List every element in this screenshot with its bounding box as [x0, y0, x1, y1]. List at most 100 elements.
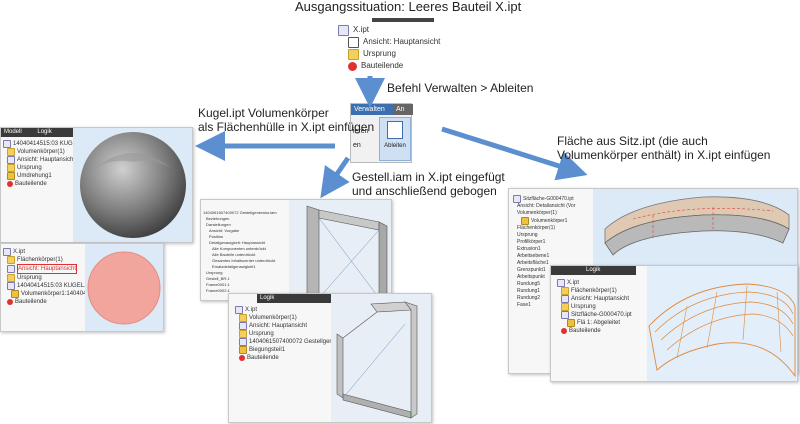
x-kugel-viewport[interactable] — [85, 244, 163, 331]
start-tree-root[interactable]: X.ipt — [338, 24, 448, 36]
tree-item[interactable]: Ansicht: Detailansicht (Vor — [517, 203, 576, 209]
tree-item[interactable]: X.ipt — [3, 248, 85, 256]
tree-item[interactable]: Gesamtes Inhaltscenter unterdrückt — [212, 258, 276, 263]
tree-item[interactable]: 14040414515:03 KUGEL.ipt — [3, 140, 88, 148]
tree-item[interactable]: Flächenkörper(1) — [3, 256, 85, 264]
folder-icon — [239, 330, 247, 338]
ribbon-tab-next[interactable]: An — [394, 104, 413, 115]
tree-item[interactable]: Alle Komponenten unterdrückt — [212, 246, 266, 251]
seat-solid — [604, 196, 790, 256]
tree-item[interactable]: Grenzpunkt1 — [517, 267, 546, 273]
sitz-tree: Sitzfläche-G000470.ipt Ansicht: Detailan… — [513, 195, 593, 309]
gestell-tree: 1404061507400072 Gestellgenerator.iam Be… — [203, 210, 289, 294]
part-icon — [3, 248, 11, 256]
folder-icon — [348, 48, 359, 60]
title-caption: Ausgangssituation: Leeres Bauteil X.ipt — [295, 0, 522, 14]
tree-item[interactable]: Volumenkörper(1) — [3, 148, 73, 156]
tree-item[interactable]: Ursprung — [557, 303, 647, 311]
tree-item[interactable]: Ursprung — [235, 330, 335, 338]
gestell-viewport[interactable] — [289, 200, 391, 300]
tree-item[interactable]: Rundung2 — [517, 295, 541, 301]
tree-item[interactable]: Alle Bauteile unterdrückt — [212, 252, 256, 257]
start-tree-view[interactable]: Ansicht: Hauptansicht — [338, 36, 448, 48]
tree-item[interactable]: Biegungsteil1 — [235, 346, 335, 354]
tree-item[interactable]: Profilkörper1 — [517, 239, 546, 245]
tree-item[interactable]: Fase1 — [517, 302, 531, 308]
derive-button[interactable]: Ableiten — [379, 117, 411, 161]
x-kugel-tree: X.ipt Flächenkörper(1) Ansicht: Hauptans… — [3, 248, 96, 306]
caption-left-1: Kugel.ipt Volumenkörper — [198, 106, 329, 120]
sitz-viewport[interactable] — [593, 189, 797, 267]
tree-item[interactable]: Bauteilende — [3, 180, 73, 188]
tree-item[interactable]: Gestell_BR.1 — [206, 276, 230, 281]
x-sitz-viewport[interactable] — [647, 266, 797, 381]
tree-item[interactable]: X.ipt — [557, 279, 647, 287]
tree-item[interactable]: Volumenkörper1:140404151 — [3, 290, 96, 298]
tree-item[interactable]: 14040414515:03 KUGEL.ipt — [3, 282, 92, 290]
tree-item[interactable]: Bauteilende — [557, 327, 647, 335]
tree-item[interactable]: Flächenkörper(1) — [557, 287, 647, 295]
tree-item[interactable]: Detailgenauigkeit: Hauptansicht — [209, 240, 266, 245]
start-tree-end[interactable]: Bauteilende — [338, 60, 448, 72]
tree-item[interactable]: Rundung5 — [517, 281, 541, 287]
tree-item[interactable]: Arbeitspunkt — [517, 274, 545, 280]
tree-item[interactable]: Position — [209, 234, 224, 239]
start-tree-origin[interactable]: Ursprung — [338, 48, 448, 60]
derived-assembly-icon — [239, 338, 247, 346]
tree-item[interactable]: Flä 1: Abgeleitet — [557, 319, 647, 327]
tree-item[interactable]: Bauteilende — [235, 354, 335, 362]
view-icon — [348, 36, 359, 48]
tree-item[interactable]: Arbeitsebene1 — [517, 253, 550, 259]
tree-item[interactable]: Volumenkörper1 — [513, 217, 593, 225]
tree-item[interactable]: Darstellungen — [206, 222, 231, 227]
end-of-part-icon — [348, 61, 357, 71]
derive-icon — [387, 121, 403, 139]
folder-icon — [239, 314, 247, 322]
tree-item[interactable]: X.ipt — [235, 306, 335, 314]
body-icon — [11, 290, 19, 298]
x-gestell-header: Logik — [257, 294, 346, 303]
tree-item[interactable]: Ersatzdetailgenauigkeit1 — [212, 264, 256, 269]
caption-middle-1: Gestell.iam in X.ipt eingefügt — [352, 170, 505, 184]
tree-item[interactable]: Extrusion1 — [517, 246, 541, 252]
bend-icon — [239, 346, 247, 354]
tree-item[interactable]: Sitzfläche-G000470.ipt — [557, 311, 647, 319]
folder-icon — [7, 148, 15, 156]
tree-item[interactable]: Bauteilende — [3, 298, 85, 306]
tree-item[interactable]: Ursprung — [206, 270, 223, 275]
tree-item[interactable]: Sitzfläche-G000470.ipt — [513, 195, 593, 203]
tree-item[interactable]: Ansicht: Hauptansicht — [3, 156, 75, 164]
ribbon-tab-active[interactable]: Verwalten — [351, 104, 394, 115]
tree-item[interactable]: Ursprung — [517, 232, 538, 238]
tree-item[interactable]: Ursprung — [3, 274, 85, 282]
kugel-tree: 14040414515:03 KUGEL.ipt Volumenkörper(1… — [3, 140, 88, 188]
x-gestell-viewport[interactable] — [331, 294, 431, 422]
tree-item[interactable]: Frame0001:1 — [206, 282, 230, 287]
tree-item[interactable]: Ansicht: Hauptansicht — [235, 322, 335, 330]
tree-item[interactable]: 1404061507400072 Gestellgenerator.iam — [235, 338, 359, 346]
part-icon — [513, 195, 521, 203]
tree-item[interactable]: Ansicht: Vorgabe — [209, 228, 240, 233]
tree-item[interactable]: 1404061507400072 Gestellgenerator.iam — [203, 210, 277, 215]
kugel-panel-header: Modell Logik — [1, 128, 74, 137]
tree-item[interactable]: Flächenkörper(1) — [517, 225, 556, 231]
tree-item[interactable]: Arbeitsfläche1 — [517, 260, 549, 266]
tree-item[interactable]: Umdrehung1 — [3, 172, 73, 180]
caption-right-2: Volumenkörper enthält) in X.ipt einfügen — [557, 148, 771, 162]
gray-sphere — [80, 132, 186, 238]
frame-bent — [336, 301, 418, 419]
tree-item[interactable]: Volumenkörper(1) — [235, 314, 335, 322]
tree-item[interactable]: Ursprung — [3, 164, 73, 172]
tree-item[interactable]: Ansicht: Hauptansicht — [557, 295, 647, 303]
ribbon-fragment-1: ieren — [353, 128, 369, 135]
folder-icon — [7, 256, 15, 264]
folder-icon — [561, 287, 569, 295]
tree-item[interactable]: Rundung1 — [517, 288, 541, 294]
tree-item[interactable]: Beziehungen — [206, 216, 230, 221]
tree-item[interactable]: Frame0002:1 — [206, 288, 230, 293]
tree-item-highlighted[interactable]: Ansicht: Hauptansicht — [3, 264, 85, 274]
part-icon — [338, 24, 349, 36]
tree-item[interactable]: Volumenkörper(1) — [517, 210, 557, 216]
end-of-part-icon — [7, 299, 13, 305]
kugel-viewport[interactable] — [73, 128, 192, 242]
